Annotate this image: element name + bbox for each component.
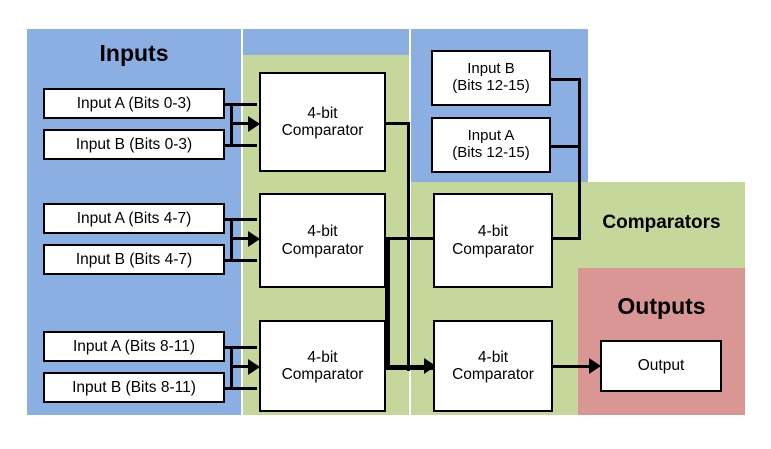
input-b-bits-4-7-label: Input B (Bits 4-7) (75, 250, 193, 268)
input-a-bits-4-7-label: Input A (Bits 4-7) (76, 209, 192, 227)
region-comparators-far-right (578, 182, 745, 268)
comparator-bits-0-3-line1: 4-bit (307, 104, 338, 122)
region-label-outputs: Outputs (617, 293, 706, 319)
wire-bus-to-stage2-upper (407, 237, 435, 240)
output-box-label: Output (637, 357, 685, 375)
comparator-bits-8-11-line2: Comparator (281, 366, 364, 383)
output-box[interactable]: Output (600, 340, 722, 392)
wire-join-0-3 (230, 103, 233, 147)
wire-a4-7 (224, 218, 257, 221)
input-b-bits-0-3-label: Input B (Bits 0-3) (75, 135, 193, 153)
wire-join-4-7 (230, 218, 233, 262)
wire-a0-3 (224, 103, 257, 106)
input-a-bits-8-11-label: Input A (Bits 8-11) (72, 337, 196, 355)
comparator-bits-4-7[interactable]: 4-bit Comparator (259, 193, 386, 288)
wire-final-output (553, 365, 598, 368)
comparator-stage2-upper[interactable]: 4-bit Comparator (433, 193, 553, 288)
input-b-bits-0-3[interactable]: Input B (Bits 0-3) (43, 129, 225, 160)
comparator-bits-0-3-line2: Comparator (281, 122, 364, 139)
wire-b8-11 (224, 387, 257, 390)
input-a-bits-0-3[interactable]: Input A (Bits 0-3) (43, 88, 225, 119)
wire-a8-11 (224, 346, 257, 349)
input-b-bits-12-15-line1: Input B (467, 60, 515, 78)
input-a-bits-4-7[interactable]: Input A (Bits 4-7) (43, 203, 225, 234)
wire-b4-7 (224, 259, 257, 262)
input-b-bits-4-7[interactable]: Input B (Bits 4-7) (43, 244, 225, 275)
wire-join-12-15 (578, 78, 581, 237)
wire-bus-thin (407, 122, 410, 371)
comparator-stage2-lower[interactable]: 4-bit Comparator (433, 320, 553, 412)
comparator-bits-4-7-line1: 4-bit (307, 223, 338, 241)
input-b-bits-8-11-label: Input B (Bits 8-11) (72, 378, 196, 396)
arrowhead-cmp-8-11 (248, 359, 260, 375)
input-b-bits-12-15[interactable]: Input B (Bits 12-15) (431, 50, 551, 106)
comparator-bits-4-7-line2: Comparator (281, 240, 364, 258)
input-b-bits-12-15-line2: (Bits 12-15) (452, 77, 530, 94)
comparator-bits-0-3[interactable]: 4-bit Comparator (259, 72, 386, 172)
input-a-bits-8-11[interactable]: Input A (Bits 8-11) (43, 331, 225, 362)
arrowhead-output (589, 358, 601, 374)
region-inputs-top-middle (243, 29, 409, 55)
wire-into-cmp-0-3 (230, 122, 258, 125)
wire-b0-3 (224, 144, 257, 147)
input-a-bits-12-15-line2: (Bits 12-15) (452, 144, 530, 161)
wire-into-cmp-4-7 (230, 237, 258, 240)
region-label-comparators: Comparators (602, 212, 721, 233)
wire-into-cmp-8-11 (230, 365, 258, 368)
comparator-bits-8-11-line1: 4-bit (307, 348, 338, 366)
wire-cmp0-3-out (385, 122, 410, 125)
wire-join-8-11 (230, 346, 233, 390)
input-a-bits-12-15[interactable]: Input A (Bits 12-15) (431, 117, 551, 173)
arrowhead-cmp-4-7 (248, 231, 260, 247)
comparator-stage2-lower-line2: Comparator (452, 366, 534, 383)
input-a-bits-12-15-line1: Input A (467, 127, 515, 145)
comparator-stage2-upper-line1: 4-bit (477, 223, 509, 241)
comparator-stage2-upper-line2: Comparator (452, 240, 534, 258)
wire-b12-15 (549, 78, 581, 81)
wire-cmp8-11-out (385, 365, 435, 368)
wire-a12-15 (549, 145, 581, 148)
comparator-stage2-lower-line1: 4-bit (477, 348, 509, 366)
wire-12-15-into-stage2-upper (540, 237, 581, 240)
input-a-bits-0-3-label: Input A (Bits 0-3) (76, 94, 192, 112)
region-label-inputs: Inputs (99, 40, 169, 66)
input-b-bits-8-11[interactable]: Input B (Bits 8-11) (43, 372, 225, 403)
wire-bus-thick (385, 237, 390, 369)
arrowhead-cmp-0-3 (248, 116, 260, 132)
comparator-bits-8-11[interactable]: 4-bit Comparator (259, 320, 386, 412)
